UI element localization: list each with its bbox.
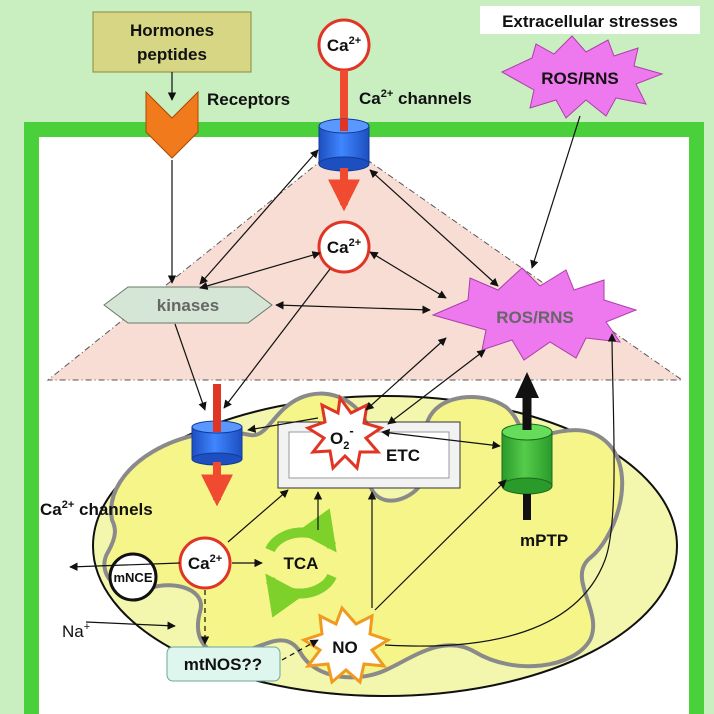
- arrow-sodium-influx: [85, 621, 176, 630]
- hormones-peptides-box: [92, 11, 252, 73]
- ros-rns-burst-cytosol: [431, 267, 638, 361]
- mptp-label: mPTP: [520, 531, 568, 550]
- arrow-kinases-to-mito-channel: [174, 323, 207, 411]
- calcium-influx-arrow-top: [340, 70, 348, 125]
- tca-label: TCA: [284, 554, 319, 573]
- arrow-calcium-to-etc: [227, 489, 289, 543]
- extracellular-stresses-box: [480, 6, 700, 34]
- arrow-no-to-mptp: [374, 479, 507, 611]
- nitric-oxide-label: NO: [332, 638, 358, 657]
- arrow-channel-ros: [369, 169, 499, 287]
- arrow-no-to-ros-curve: [384, 333, 617, 647]
- receptors-label: Receptors: [207, 90, 290, 109]
- arrow-ros-superoxide-channel: [387, 349, 486, 425]
- calcium-ion-extracellular-label: Ca2+: [327, 35, 361, 55]
- mptp-base-bar: [523, 494, 531, 520]
- arrow-calcium-efflux: [69, 562, 181, 571]
- arrow-calcium-kinases: [199, 251, 321, 290]
- arrow-etc-mptp: [381, 428, 501, 450]
- calcium-ion-mitochondrial-label: Ca2+: [188, 553, 222, 573]
- tca-cycle-icon: [265, 508, 337, 618]
- mtnos-box: [166, 646, 281, 682]
- extracellular-stresses-label: Extracellular stresses: [502, 12, 678, 31]
- arrow-stresses-to-ros: [530, 115, 581, 269]
- mptp-channel-icon: [501, 423, 553, 495]
- ros-rns-inside-label: ROS/RNS: [496, 308, 573, 327]
- hormones-label: Hormones: [130, 21, 214, 40]
- receptor-icon: [145, 90, 199, 159]
- arrow-calcium-ros: [369, 251, 447, 299]
- nitric-oxide-burst: [300, 605, 392, 685]
- ca-channels-top-label: Ca2+ channels: [359, 88, 472, 108]
- etc-label: ETC: [386, 446, 420, 465]
- ca-channels-mito-label: Ca2+ channels: [40, 499, 153, 519]
- mtnos-label: mtNOS??: [184, 655, 262, 674]
- connector-arrows: [69, 72, 617, 661]
- arrow-superoxide-to-mito-channel: [247, 417, 319, 433]
- arrow-calcium-to-mito-channel: [223, 268, 331, 409]
- calcium-ion-cytosolic-label: Ca2+: [327, 237, 361, 257]
- plasma-membrane-calcium-channel-icon: [318, 118, 370, 172]
- superoxide-label: O2-: [330, 423, 354, 452]
- superoxide-burst: [304, 394, 385, 472]
- mptp-release-arrowhead: [515, 372, 539, 398]
- ros-rns-burst-outside: [500, 35, 664, 119]
- mnce-label: mNCE: [113, 570, 152, 585]
- kinases-hexagon: [103, 286, 273, 324]
- sodium-label: Na+: [62, 621, 90, 641]
- dashed-arrow-mtnos-to-no: [281, 639, 319, 661]
- calcium-ion-cytosolic: [317, 220, 371, 274]
- kinases-label: kinases: [157, 296, 219, 315]
- peptides-label: peptides: [137, 45, 207, 64]
- ros-rns-outside-label: ROS/RNS: [541, 69, 618, 88]
- calcium-influx-arrow-mito-upper: [213, 384, 221, 432]
